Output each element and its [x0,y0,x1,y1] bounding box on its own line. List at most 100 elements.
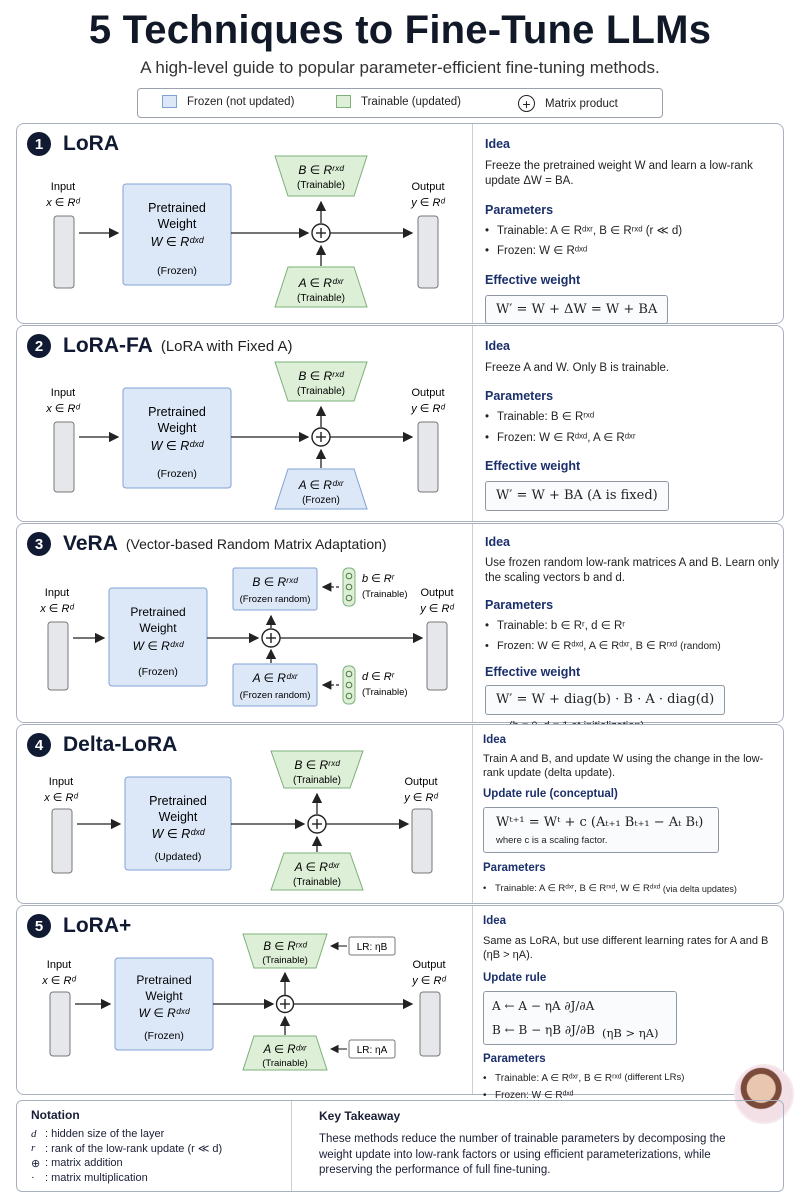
pretrained-label: Pretrained [130,605,185,619]
output-var: y ∈ Rᵈ [419,603,454,615]
legend-trainable-label: Trainable (updated) [361,95,461,108]
params-heading: Parameters [485,389,554,404]
effective-heading: Effective weight [485,459,581,474]
legend-product-label: Matrix product [545,97,618,110]
notation-section: Notation d: hidden size of the layer r: … [31,1108,222,1184]
matrix-b-state: (Trainable) [262,955,308,966]
vector-b-state: (Trainable) [362,589,408,600]
output-vector [419,991,441,1057]
params-heading: Parameters [485,202,554,217]
input-vector [53,215,75,289]
param-trainable: Trainable: A ∈ Rᵈˣʳ, B ∈ Rʳˣᵈ, W ∈ Rᵈˣᵈ [495,882,661,894]
weight-label: Weight [159,810,198,824]
params-heading: Parameters [485,597,554,612]
lr-b-label: LR: ηB [357,942,388,953]
update-condition: (ηB > ηA) [602,1025,659,1040]
lora-diagram: Input x ∈ Rᵈ Pretrained Weight W ∈ Rᵈˣᵈ … [45,155,445,308]
panel-divider [472,725,473,903]
pretrained-weight-box [122,183,232,286]
panel-title: 4 Delta-LoRA [27,733,177,757]
matrix-a-trapezoid [274,266,368,308]
lora-plus-diagram: Input x ∈ Rᵈ Pretrained Weight W ∈ Rᵈˣᵈ … [41,933,446,1071]
input-var: x ∈ Rᵈ [41,975,76,987]
effective-heading: Effective weight [485,665,581,680]
params-heading: Parameters [483,862,546,875]
vector-d-label: d ∈ Rʳ [362,671,395,683]
weight-state: (Frozen) [138,666,178,678]
weight-label: Weight [145,989,183,1003]
panel-lora-plus: 5 LoRA+ Input x ∈ Rᵈ Pretrained Weight W… [16,905,784,1101]
weight-label: Weight [158,217,197,231]
update-note: where c is a scaling factor. [496,835,608,847]
vector-b-label: b ∈ Rʳ [362,573,395,585]
idea-text: Use frozen random low-rank matrices A an… [485,556,780,585]
trainable-swatch [336,95,351,108]
matrix-a-trapezoid [270,852,364,891]
notation-text: : matrix addition [45,1157,123,1169]
method-name: LoRA [63,132,119,155]
weight-var: W ∈ Rᵈˣᵈ [133,639,185,653]
weight-var: W ∈ Rᵈˣᵈ [151,235,205,249]
param-frozen: Frozen: W ∈ Rᵈˣᵈ [497,245,588,258]
footer-divider [291,1101,292,1191]
notation-symbol: d [31,1128,37,1140]
pretrained-label: Pretrained [136,973,191,987]
weight-state: (Updated) [155,851,202,863]
update-equation-a: A ← A − ηA ∂J/∂A [492,998,595,1013]
update-rule-heading: Update rule (conceptual) [483,788,618,801]
page-title: 5 Techniques to Fine-Tune LLMs [88,8,712,52]
weight-var: W ∈ Rᵈˣᵈ [151,439,205,453]
output-var: y ∈ Rᵈ [410,403,445,415]
legend-frozen-label: Frozen (not updated) [187,95,295,108]
pretrained-label: Pretrained [148,405,206,419]
method-name: VeRA [63,532,118,555]
panel-title: 5 LoRA+ [27,914,131,938]
input-label: Input [49,776,73,788]
matrix-b-trapezoid [274,361,368,402]
idea-heading: Idea [485,339,511,353]
matrix-b-label: B ∈ Rʳˣᵈ [263,941,308,953]
matrix-b-state: (Trainable) [293,775,341,786]
delta-lora-details: Idea Train A and B, and update W using t… [483,733,781,895]
notation-text: : matrix multiplication [45,1172,148,1184]
vera-diagram: Input x ∈ Rᵈ Pretrained Weight W ∈ Rᵈˣᵈ … [39,567,454,707]
effective-equation: W′ = W + BA (A is fixed) [485,481,669,511]
matrix-b-trapezoid [274,155,368,197]
panel-divider [472,906,473,1094]
update-equation-b: B ← B − ηB ∂J/∂B [492,1022,595,1037]
panel-divider [472,524,473,722]
matrix-a-state: (Trainable) [297,293,345,304]
method-subtitle: (Vector-based Random Matrix Adaptation) [125,536,387,552]
output-vector [426,621,448,691]
step-number-badge: 2 [27,334,51,358]
legend-product: + Matrix product [518,95,618,112]
output-label: Output [404,776,437,788]
idea-text: Same as LoRA, but use different learning… [483,934,769,962]
matrix-a-label: A ∈ Rᵈˣʳ [263,1044,307,1056]
matrix-b-label: B ∈ Rʳˣᵈ [298,163,344,177]
matrix-a-state: (Trainable) [293,877,341,888]
frozen-swatch [162,95,177,108]
idea-heading: Idea [485,137,511,151]
param-trainable: Trainable: A ∈ Rᵈˣʳ, B ∈ Rʳˣᵈ [495,1072,622,1084]
weight-state: (Frozen) [157,265,197,277]
matrix-a-state: (Trainable) [262,1058,308,1069]
matrix-b-label: B ∈ Rʳˣᵈ [294,758,340,772]
output-vector [411,808,433,874]
output-var: y ∈ Rᵈ [411,975,446,987]
panel-divider [472,124,473,323]
panel-lora: 1 LoRA Input x ∈ Rᵈ Pretrained Weight W … [16,123,784,325]
param-frozen: Frozen: W ∈ Rᵈˣᵈ [495,1090,574,1102]
notation-text: : hidden size of the layer [45,1128,165,1140]
idea-text: Freeze the pretrained weight W and learn… [485,159,753,188]
update-rule-heading: Update rule [483,972,547,985]
matrix-b-state: (Frozen random) [240,594,311,605]
weight-state: (Frozen) [144,1030,184,1042]
pretrained-label: Pretrained [149,794,207,808]
weight-label: Weight [158,421,197,435]
vector-b [342,567,356,607]
input-var: x ∈ Rᵈ [39,603,74,615]
input-label: Input [45,587,69,599]
input-vector [53,421,75,493]
param-frozen: Frozen: W ∈ Rᵈˣᵈ, A ∈ Rᵈˣʳ, B ∈ Rʳˣᵈ [497,640,678,653]
